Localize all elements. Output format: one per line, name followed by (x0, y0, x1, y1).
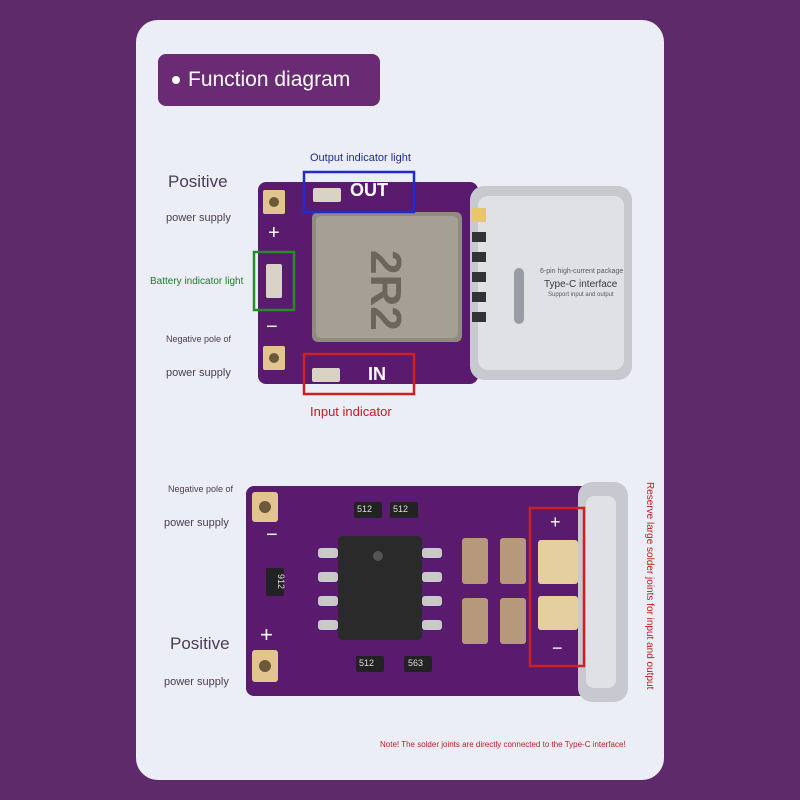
bottom-positive-sub: power supply (164, 676, 229, 688)
top-negative-title: Negative pole of (166, 334, 232, 344)
bottom-minus-sign: − (266, 524, 278, 546)
inductor-mark: 2R2 (361, 250, 410, 331)
output-indicator-box (302, 170, 416, 214)
in-silkscreen: IN (368, 364, 386, 384)
resistor (266, 568, 284, 596)
pad-plus-sign: + (550, 512, 561, 532)
input-indicator-label: Input indicator (310, 404, 392, 419)
res-563: 563 (408, 658, 424, 668)
top-minus-sign: − (266, 316, 278, 338)
top-pcb (252, 170, 632, 396)
capacitor (462, 538, 488, 584)
solder-pad-positive (538, 540, 578, 584)
bottom-negative-title: Negative pole of (168, 484, 234, 494)
battery-indicator-label: Battery indicator light (150, 276, 244, 287)
section-header: Function diagram (158, 54, 380, 106)
typec-pkg-label: 6-pin high-current package (540, 268, 624, 275)
bullet-icon (172, 76, 180, 84)
capacitor (500, 538, 526, 584)
top-plus-sign: + (268, 222, 280, 244)
reserve-solder-label: Reserve large solder joints for input an… (644, 482, 655, 690)
header-title: Function diagram (188, 68, 351, 91)
resistor (404, 656, 432, 672)
bottom-plus-sign: + (260, 622, 273, 647)
input-indicator-box (302, 352, 416, 396)
ic-chip (338, 536, 422, 640)
output-led (313, 188, 341, 202)
res-512-b: 512 (393, 504, 409, 514)
top-positive-title: Positive (168, 172, 228, 191)
resistor (356, 656, 384, 672)
out-silkscreen: OUT (350, 180, 388, 200)
capacitor (500, 598, 526, 644)
top-positive-sub: power supply (166, 212, 231, 224)
input-led (312, 368, 340, 382)
bottom-positive-title: Positive (170, 634, 230, 653)
output-indicator-label: Output indicator light (310, 152, 411, 164)
pad-minus-sign: − (552, 638, 563, 658)
capacitor (462, 598, 488, 644)
footnote: Note! The solder joints are directly con… (380, 740, 626, 749)
typec-sub-label: Support input and output (548, 292, 614, 298)
res-512-a: 512 (357, 504, 373, 514)
resistor (390, 502, 418, 518)
bottom-negative-sub: power supply (164, 517, 229, 529)
bottom-pcb (246, 482, 628, 702)
reserve-solder-box (528, 506, 586, 668)
res-912: 912 (276, 574, 286, 590)
res-512-c: 512 (359, 658, 375, 668)
resistor (354, 502, 382, 518)
battery-indicator-box (252, 250, 296, 312)
top-negative-sub: power supply (166, 367, 231, 379)
typec-title-label: Type-C interface (544, 279, 618, 290)
battery-led (266, 264, 282, 298)
solder-pad-negative (538, 596, 578, 630)
